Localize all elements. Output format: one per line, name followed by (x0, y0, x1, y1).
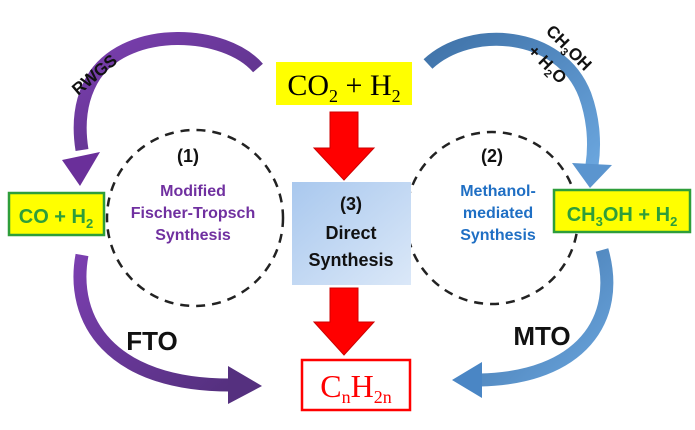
reactant-label: CO2 + H2 (287, 69, 400, 106)
methanol-formation-arrow (423, 32, 612, 188)
direct-synthesis-box (292, 182, 411, 285)
route-1-label: (1) Modified Fischer-Tropsch Synthesis (131, 146, 255, 244)
route-1-circle (105, 128, 285, 308)
svg-text:Synthesis: Synthesis (460, 227, 536, 244)
svg-text:mediated: mediated (463, 205, 533, 222)
svg-text:Synthesis: Synthesis (155, 227, 231, 244)
fto-label: FTO (126, 326, 178, 356)
svg-text:(1): (1) (177, 146, 199, 166)
rwgs-arrow (62, 32, 263, 186)
methanol-label: CH3OH + H2 (567, 204, 678, 229)
fto-arrow (73, 253, 262, 404)
svg-text:(3): (3) (340, 194, 362, 214)
methanol-box (552, 188, 692, 234)
direct-arrow-top (312, 111, 376, 181)
product-box (300, 358, 412, 412)
product-label: CnH2n (320, 368, 391, 407)
direct-arrow-bottom (312, 287, 376, 356)
route-3-label: (3) Direct Synthesis (308, 194, 393, 270)
svg-text:Direct: Direct (325, 223, 376, 243)
svg-text:Methanol-: Methanol- (460, 183, 536, 200)
mto-label: MTO (513, 321, 570, 351)
syngas-box (7, 191, 106, 237)
svg-text:Modified: Modified (160, 183, 226, 200)
route-2-label: (2) Methanol- mediated Synthesis (460, 146, 536, 244)
svg-text:Fischer-Tropsch: Fischer-Tropsch (131, 205, 255, 222)
svg-text:(2): (2) (481, 146, 503, 166)
syngas-label: CO + H2 (19, 206, 93, 231)
reactant-box (276, 62, 412, 105)
rwgs-label: RWGS (68, 51, 120, 99)
mto-arrow (452, 248, 614, 398)
svg-text:Synthesis: Synthesis (308, 250, 393, 270)
